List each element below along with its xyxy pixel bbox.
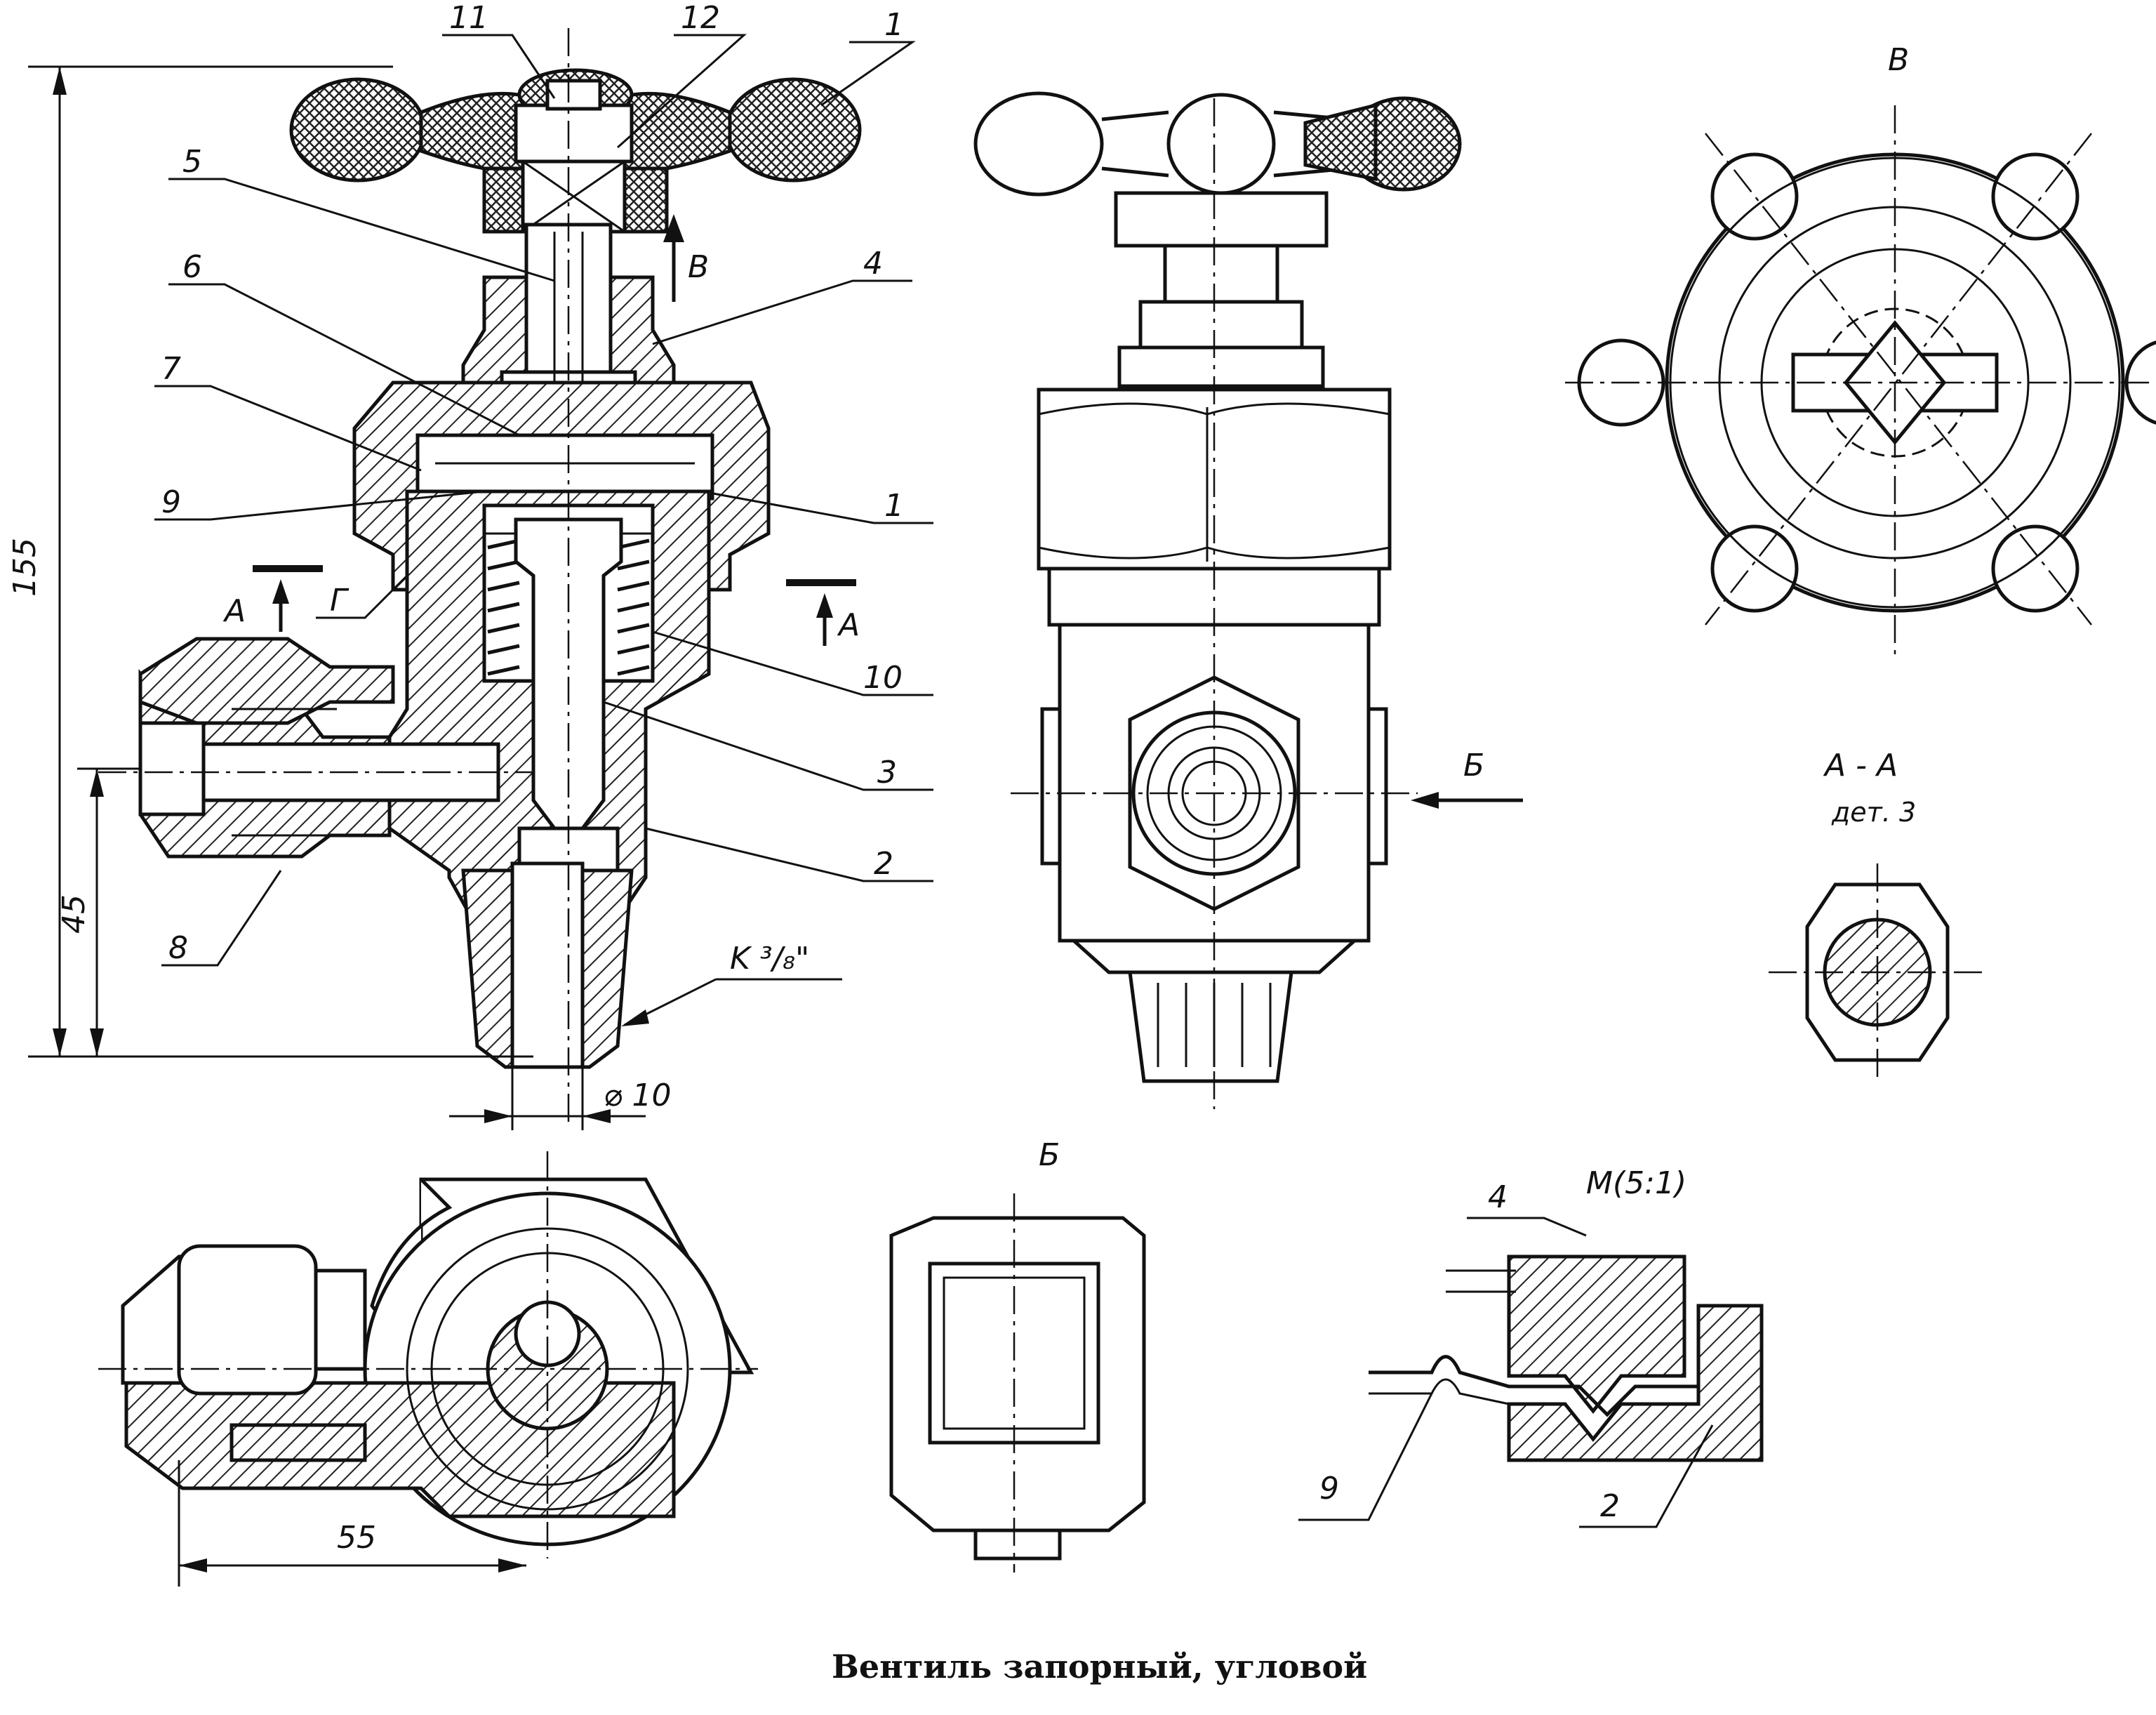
dim-diameter-outlet: ⌀ 10 — [449, 1067, 671, 1130]
label-part-7: 7 — [161, 351, 181, 387]
view-b-title: Б — [1039, 1137, 1060, 1173]
drawing-caption: Вентиль запорный, угловой — [832, 1648, 1367, 1686]
label-part-11: 11 — [449, 0, 488, 36]
view-v: В — [1565, 42, 2156, 660]
detail-m-label-2: 2 — [1600, 1488, 1620, 1524]
dim-height-outlet: 45 — [56, 767, 140, 1057]
dim-height-total-text: 155 — [7, 538, 43, 597]
view-v-title: В — [1888, 42, 1909, 78]
label-part-3: 3 — [877, 755, 897, 790]
main-section-view: 155 45 ⌀ 10 K ³/₈" 11 12 — [7, 0, 933, 1130]
view-arrow-v-text: В — [688, 249, 709, 285]
label-part-8: 8 — [168, 930, 188, 966]
label-part-12: 12 — [681, 0, 720, 36]
detail-m-title: М(5:1) — [1586, 1165, 1686, 1201]
label-part-6: 6 — [182, 249, 202, 285]
label-g: Г — [330, 583, 350, 618]
detail-m: М(5:1) 4 9 2 — [1298, 1165, 1764, 1528]
label-part-2: 2 — [874, 846, 893, 882]
detail-m-label-9: 9 — [1319, 1471, 1339, 1507]
dim-length-bottom-text: 55 — [337, 1520, 376, 1556]
view-arrow-b: Б — [1411, 748, 1523, 809]
outlet-fitting — [461, 861, 634, 1069]
label-part-1-top: 1 — [884, 7, 904, 43]
part-leaders: 11 12 1 5 4 6 7 9 1 10 3 2 8 Г — [154, 0, 933, 967]
label-part-4: 4 — [863, 246, 883, 282]
section-aa: А - А дет. 3 — [1769, 748, 1986, 1081]
label-part-5-top: 5 — [182, 144, 202, 180]
dim-length-bottom: 55 — [178, 1460, 526, 1587]
spring-coils — [487, 538, 650, 676]
detail-m-label-4: 4 — [1488, 1179, 1508, 1215]
thread-callout: K ³/₈" — [621, 941, 842, 1026]
section-mark-left-text: А — [222, 593, 246, 629]
front-view: Б — [973, 91, 1523, 1109]
bottom-top-view: 55 — [98, 1151, 758, 1587]
view-arrow-v: В — [663, 214, 709, 302]
thread-callout-text: K ³/₈" — [730, 941, 809, 976]
dim-diameter-outlet-text: ⌀ 10 — [604, 1078, 671, 1113]
label-part-9: 9 — [161, 484, 181, 520]
section-mark-right-text: А — [837, 607, 860, 643]
view-arrow-b-text: Б — [1463, 748, 1484, 783]
dim-height-outlet-text: 45 — [56, 894, 92, 934]
section-mark-right: А — [786, 579, 860, 646]
view-b: Б — [889, 1137, 1146, 1572]
dim-height-total: 155 — [7, 65, 533, 1058]
section-mark-left: А — [222, 565, 323, 632]
section-aa-title: А - А — [1823, 748, 1898, 783]
handwheel-section — [289, 68, 862, 234]
label-part-1: 1 — [884, 488, 904, 524]
section-aa-subtitle: дет. 3 — [1831, 797, 1916, 828]
label-part-10: 10 — [863, 660, 903, 696]
